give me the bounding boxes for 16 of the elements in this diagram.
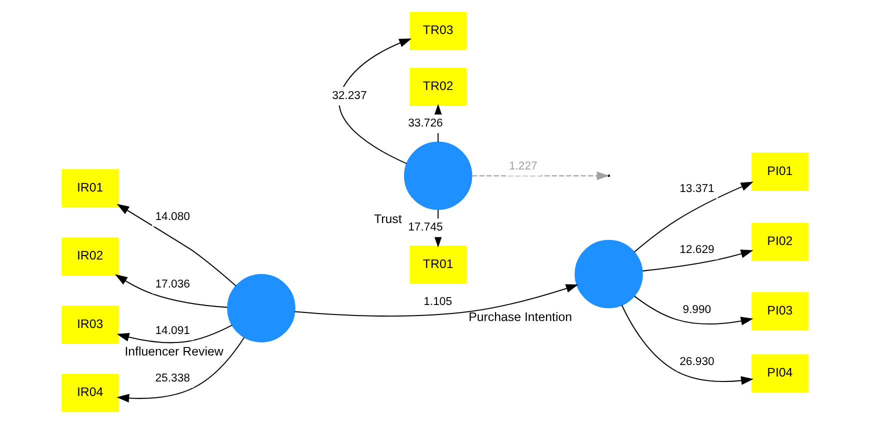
- edge-label: 12.629: [679, 244, 714, 256]
- edge-label: 9.990: [682, 304, 711, 316]
- node-label: Trust: [373, 212, 402, 226]
- edge-label: 13.371: [679, 183, 714, 196]
- edge-label: 17.745: [408, 222, 442, 234]
- edge-label: 17.036: [154, 278, 190, 290]
- edge-label: 14.080: [154, 211, 190, 224]
- edge-label: 33.726: [408, 118, 442, 130]
- edge-label: 1.227: [508, 160, 537, 172]
- edge-label: 25.338: [154, 372, 190, 384]
- node-label: Purchase Intention: [468, 310, 572, 324]
- node-label: Influencer Review: [124, 344, 223, 358]
- edge-label: 1.105: [423, 296, 452, 308]
- edge-label: 26.930: [679, 356, 714, 368]
- edge-label: 32.237: [332, 90, 366, 102]
- edge-label: 14.091: [154, 324, 190, 337]
